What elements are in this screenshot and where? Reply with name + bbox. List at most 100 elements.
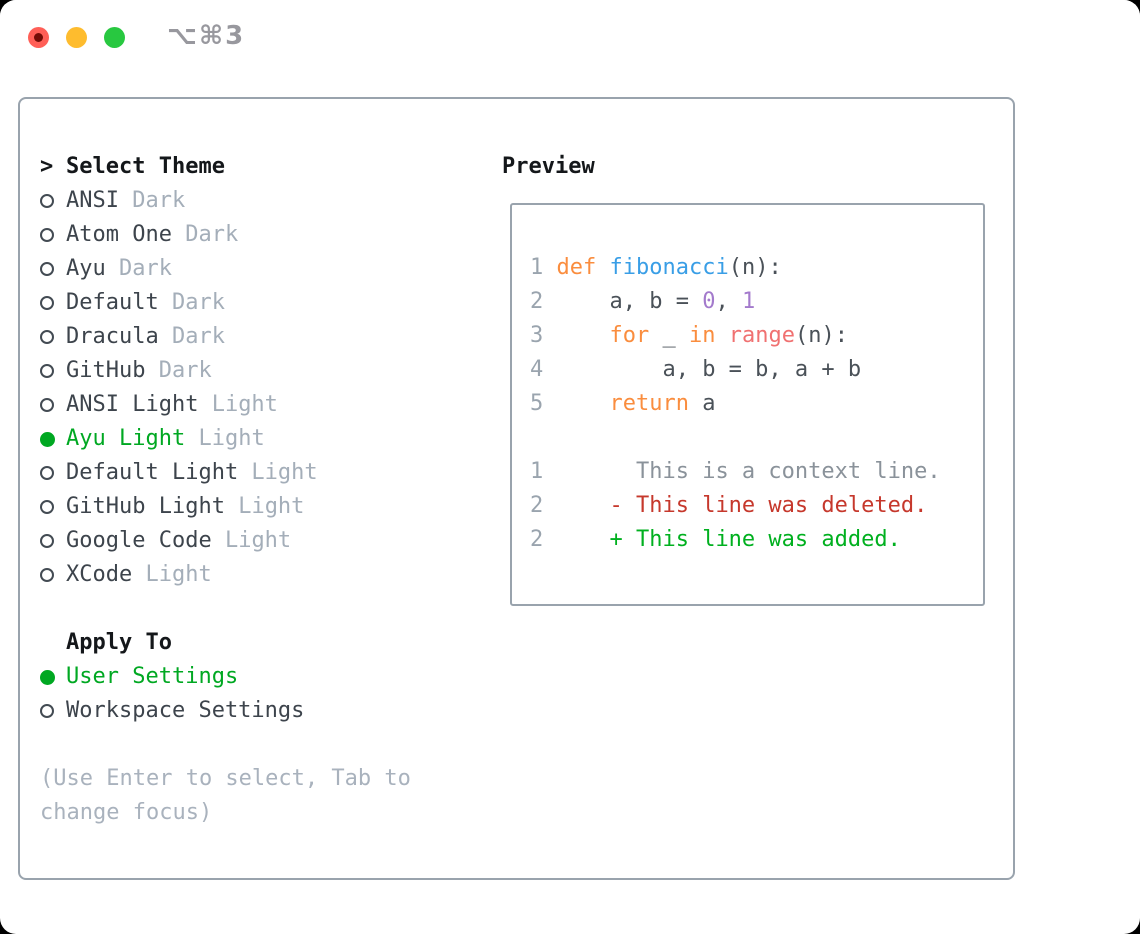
preview-header: Preview — [502, 154, 595, 179]
code-line: 1 def fibonacci(n): — [530, 251, 941, 285]
code-token: This is a context line. — [556, 459, 941, 484]
theme-option-dracula-dark[interactable]: Dracula Dark — [40, 320, 411, 354]
code-line — [530, 421, 941, 455]
code-line: 4 a, b = b, a + b — [530, 353, 941, 387]
radio-marker — [40, 364, 66, 378]
zoom-button[interactable] — [104, 27, 125, 48]
theme-option-github-dark[interactable]: GitHub Dark — [40, 354, 411, 388]
radio-marker — [40, 704, 66, 718]
radio-marker — [40, 194, 66, 208]
radio-unselected-icon — [40, 228, 54, 242]
code-line: 2 + This line was added. — [530, 523, 941, 557]
radio-marker — [40, 296, 66, 310]
radio-unselected-icon — [40, 262, 54, 276]
option-label: Dracula — [66, 324, 159, 349]
code-token — [715, 323, 728, 348]
option-label: Ayu — [66, 256, 106, 281]
option-label: User Settings — [66, 664, 239, 689]
selection-caret: > — [40, 154, 54, 179]
radio-marker — [40, 330, 66, 344]
code-token: (n): — [728, 255, 782, 280]
option-variant-label: Dark — [158, 324, 225, 349]
code-token: a, b = — [556, 289, 703, 314]
code-token — [596, 255, 609, 280]
radio-unselected-icon — [40, 466, 54, 480]
radio-selected-icon — [40, 669, 55, 685]
code-token: (n): — [794, 323, 848, 348]
apply-option-workspace-settings[interactable]: Workspace Settings — [40, 694, 411, 728]
option-label: ANSI Light — [66, 392, 199, 417]
apply-option-user-settings[interactable]: User Settings — [40, 660, 411, 694]
code-token: , — [715, 289, 742, 314]
radio-unselected-icon — [40, 500, 54, 514]
theme-option-ansi-dark[interactable]: ANSI Dark — [40, 184, 411, 218]
code-token: def — [556, 255, 597, 280]
line-number: 5 — [530, 391, 557, 416]
option-label: Default Light — [66, 460, 239, 485]
title-bar: ⌥⌘3 — [0, 0, 1140, 70]
option-variant-label: Dark — [105, 256, 172, 281]
theme-option-default-light-light[interactable]: Default Light Light — [40, 456, 411, 490]
window-title-shortcut: ⌥⌘3 — [167, 21, 246, 51]
apply-to-header-label: Apply To — [66, 630, 172, 655]
theme-option-ayu-light-light[interactable]: Ayu Light Light — [40, 422, 411, 456]
code-line: 2 a, b = 0, 1 — [530, 285, 941, 319]
option-label: GitHub — [66, 358, 146, 383]
theme-option-ansi-light-light[interactable]: ANSI Light Light — [40, 388, 411, 422]
line-number: 3 — [530, 323, 557, 348]
code-token: for — [609, 323, 650, 348]
code-token — [557, 323, 610, 348]
code-token — [557, 391, 610, 416]
code-token: in — [688, 323, 716, 348]
code-line: 1 This is a context line. — [530, 455, 941, 489]
theme-option-github-light-light[interactable]: GitHub Light Light — [40, 490, 411, 524]
option-variant-label: Light — [211, 528, 292, 553]
radio-unselected-icon — [40, 704, 54, 718]
radio-unselected-icon — [40, 534, 54, 548]
line-number: 2 — [530, 527, 557, 552]
close-button[interactable] — [28, 27, 49, 48]
radio-unselected-icon — [40, 364, 54, 378]
theme-option-atom-one-dark[interactable]: Atom One Dark — [40, 218, 411, 252]
option-label: XCode — [66, 562, 133, 587]
line-number: 2 — [530, 493, 557, 518]
apply-to-header: Apply To — [40, 626, 411, 660]
option-variant-label: Light — [185, 426, 265, 451]
radio-marker — [40, 228, 66, 242]
theme-option-google-code-light[interactable]: Google Code Light — [40, 524, 411, 558]
option-label: Default — [66, 290, 159, 315]
radio-unselected-icon — [40, 568, 54, 582]
code-token: 1 — [741, 289, 756, 314]
code-token: fibonacci — [609, 255, 729, 280]
radio-unselected-icon — [40, 398, 54, 412]
line-number: 2 — [530, 289, 557, 314]
radio-unselected-icon — [40, 330, 54, 344]
theme-option-default-dark[interactable]: Default Dark — [40, 286, 411, 320]
code-line: 5 return a — [530, 387, 941, 421]
option-variant-label: Dark — [158, 290, 225, 315]
theme-option-ayu-dark[interactable]: Ayu Dark — [40, 252, 411, 286]
code-token: _ — [649, 323, 689, 348]
theme-option-xcode-light[interactable]: XCode Light — [40, 558, 411, 592]
spacer — [40, 728, 411, 762]
option-variant-label: Light — [132, 562, 212, 587]
radio-marker — [40, 500, 66, 514]
code-token: + This line was added. — [556, 527, 901, 552]
radio-marker — [40, 398, 66, 412]
option-label: Ayu Light — [66, 426, 186, 451]
option-label: Google Code — [66, 528, 212, 553]
radio-marker — [40, 466, 66, 480]
code-token: return — [609, 391, 689, 416]
code-token: 0 — [702, 289, 716, 314]
radio-marker — [40, 534, 66, 548]
option-label: GitHub Light — [66, 494, 225, 519]
hint-text-line2: change focus) — [40, 800, 213, 825]
minimize-button[interactable] — [66, 27, 87, 48]
code-line: 3 for _ in range(n): — [530, 319, 941, 353]
radio-unselected-icon — [40, 194, 54, 208]
radio-unselected-icon — [40, 296, 54, 310]
